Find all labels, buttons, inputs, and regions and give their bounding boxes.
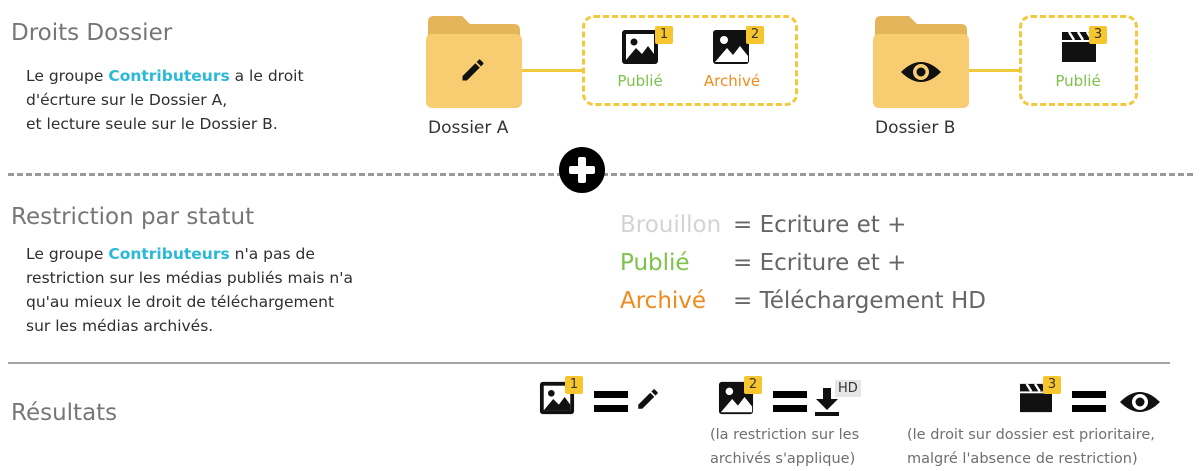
legend-row-publie: Publié = Ecriture et + xyxy=(620,250,906,276)
connector-a xyxy=(522,69,584,72)
folder-a-media-box xyxy=(582,15,798,106)
media-number-badge: 3 xyxy=(1043,376,1061,394)
image-icon xyxy=(622,30,658,64)
plus-icon xyxy=(559,147,605,193)
result-3-note: (le droit sur dossier est prioritaire, m… xyxy=(907,427,1155,467)
media-status: Publié xyxy=(617,72,663,90)
media-number-badge: 2 xyxy=(744,376,762,394)
result-3: 3 xyxy=(1018,376,1168,420)
media-number-badge: 1 xyxy=(655,26,673,44)
status-description: Le groupe Contributeurs n'a pas de restr… xyxy=(26,245,354,335)
folder-a xyxy=(424,14,522,114)
image-icon xyxy=(713,30,749,64)
rule-brouillon: = Ecriture et + xyxy=(733,212,907,238)
folder-b-label: Dossier B xyxy=(875,118,956,138)
status-archive: Archivé xyxy=(620,288,707,314)
image-icon xyxy=(539,381,575,415)
section-title-rights: Droits Dossier xyxy=(11,20,173,46)
media-number-badge: 3 xyxy=(1089,26,1107,44)
equals-icon xyxy=(594,391,628,413)
pencil-icon xyxy=(462,59,484,81)
legend-row-archive: Archivé = Téléchargement HD xyxy=(620,288,986,314)
media-number-badge: 1 xyxy=(565,376,583,394)
status-publie: Publié xyxy=(620,250,690,276)
section-title-status: Restriction par statut xyxy=(11,204,255,230)
video-icon xyxy=(1062,31,1096,62)
folder-a-label: Dossier A xyxy=(428,118,509,138)
rule-archive: = Téléchargement HD xyxy=(733,288,986,314)
hd-label: HD xyxy=(835,380,861,397)
media-status: Archivé xyxy=(703,72,761,90)
media-status: Publié xyxy=(1055,72,1101,90)
rights-description: Le groupe Contributeurs a le droit d'écr… xyxy=(26,67,304,133)
media-number-badge: 2 xyxy=(746,26,764,44)
rule-publie: = Ecriture et + xyxy=(733,250,907,276)
status-brouillon: Brouillon xyxy=(620,212,722,238)
folder-b xyxy=(871,14,969,114)
folder-b-media-box xyxy=(1019,15,1138,106)
result-1: 1 xyxy=(538,376,668,420)
connector-b xyxy=(969,69,1021,72)
legend-row-brouillon: Brouillon = Ecriture et + xyxy=(620,212,906,238)
equals-icon xyxy=(1072,391,1106,413)
group-name: Contributeurs xyxy=(108,67,230,85)
eye-icon xyxy=(901,62,941,82)
eye-icon xyxy=(1120,392,1160,412)
group-name: Contributeurs xyxy=(108,245,230,263)
result-2-note: (la restriction sur les archivés s'appli… xyxy=(710,427,860,467)
pencil-icon xyxy=(638,389,658,409)
download-icon xyxy=(815,388,839,416)
solid-divider xyxy=(8,362,1170,364)
section-title-results: Résultats xyxy=(11,400,118,426)
result-2: 2 HD xyxy=(717,376,867,420)
equals-icon xyxy=(773,391,807,413)
